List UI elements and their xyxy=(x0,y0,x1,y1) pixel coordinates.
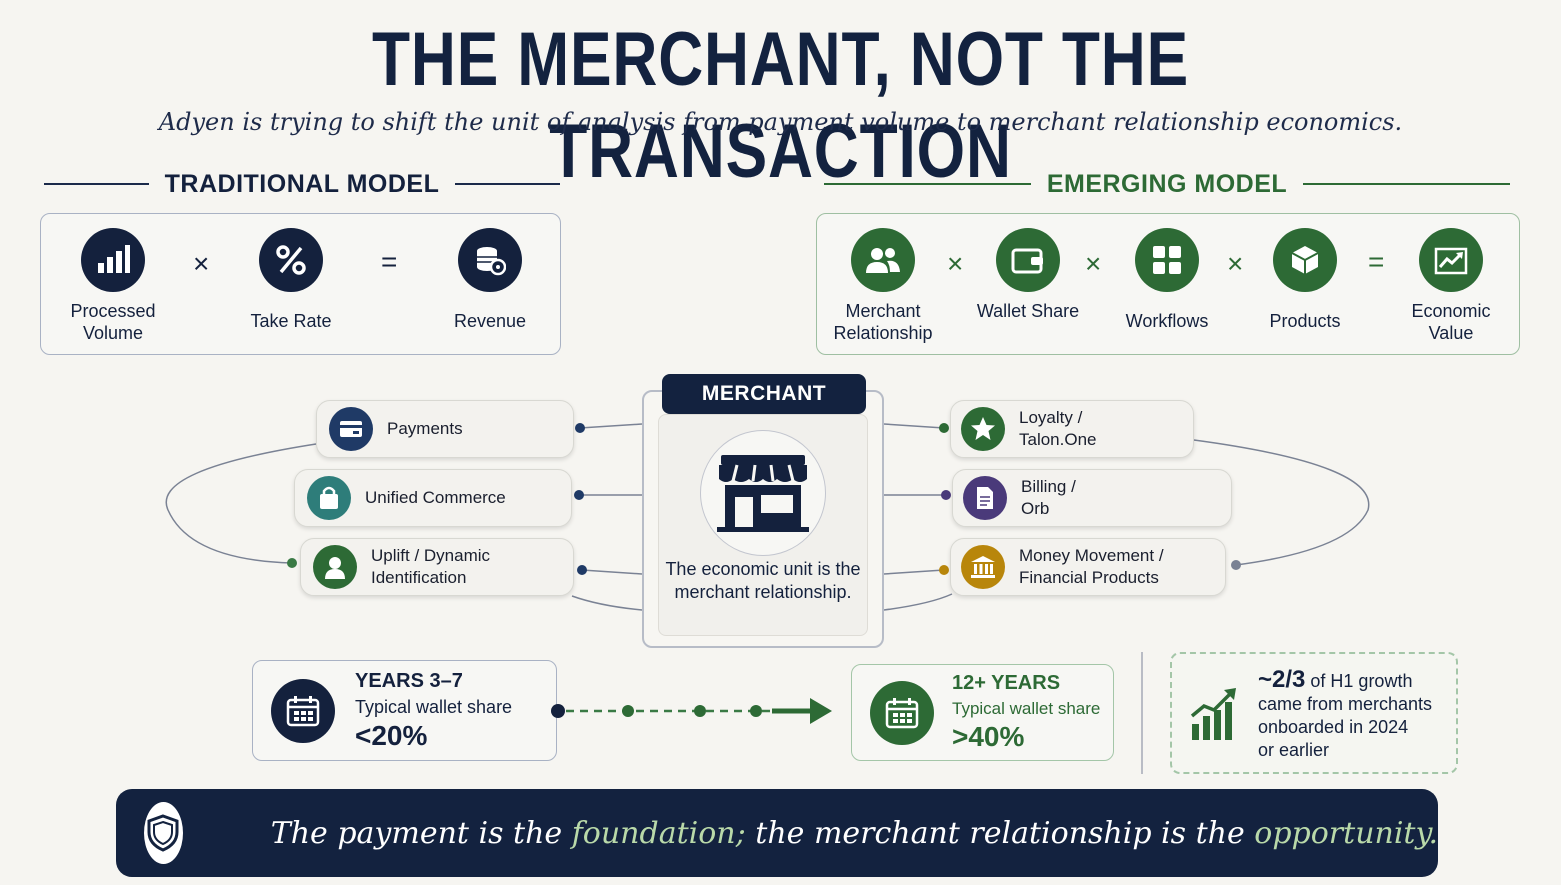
footer-highlight-foundation: foundation; xyxy=(571,815,746,851)
percent-icon xyxy=(259,228,323,292)
footer-message: The payment is the foundation; the merch… xyxy=(271,816,1438,851)
growth-callout: ~2/3 of H1 growth came from merchants on… xyxy=(1170,652,1458,774)
growth-text-line1: of H1 growth xyxy=(1310,671,1413,691)
bar-chart-icon xyxy=(81,228,145,292)
emerging-item-products: Products xyxy=(1245,228,1365,332)
traditional-model-heading-text: TRADITIONAL MODEL xyxy=(164,169,440,198)
people-icon xyxy=(851,228,915,292)
traditional-item-volume: Processed Volume xyxy=(53,228,173,344)
emerging-item-label: Workflows xyxy=(1125,311,1209,331)
mature-years-heading: 12+ YEARS xyxy=(952,672,1061,694)
document-icon xyxy=(963,476,1007,520)
traditional-item-label: Revenue xyxy=(453,311,527,331)
product-uplift: Uplift / Dynamic Identification xyxy=(300,538,574,596)
growth-chart-icon xyxy=(1190,686,1238,746)
emerging-model-heading: EMERGING MODEL xyxy=(824,168,1510,200)
emerging-model-box: Merchant Relationship × Wallet Share × W… xyxy=(816,213,1520,355)
footer-banner: The payment is the foundation; the merch… xyxy=(116,789,1438,877)
footer-part1: The payment is the xyxy=(270,815,572,851)
merchant-description: The economic unit is the merchant relati… xyxy=(665,559,861,602)
times-operator: × xyxy=(1227,248,1244,279)
product-payments: Payments xyxy=(316,400,574,458)
growth-text: ~2/3 of H1 growth came from merchants on… xyxy=(1258,668,1432,762)
product-money-movement: Money Movement / Financial Products xyxy=(950,538,1226,596)
merchant-tag: MERCHANT xyxy=(662,374,866,414)
growth-text-line4: or earlier xyxy=(1258,740,1330,760)
emerging-item-label: Products xyxy=(1269,311,1341,331)
emerging-item-workflows: Workflows xyxy=(1107,228,1227,332)
emerging-model-heading-text: EMERGING MODEL xyxy=(1046,169,1288,198)
divider xyxy=(1141,652,1143,774)
product-label: Unified Commerce xyxy=(365,488,506,507)
early-years-value: <20% xyxy=(355,719,428,751)
star-icon xyxy=(961,407,1005,451)
emerging-item-economic-value: Economic Value xyxy=(1391,228,1511,344)
early-years-heading: YEARS 3–7 xyxy=(355,669,463,692)
equals-operator: = xyxy=(1368,246,1385,277)
growth-text-line2: came from merchants xyxy=(1258,694,1433,714)
mature-years-value: >40% xyxy=(952,721,1025,752)
calendar-icon xyxy=(271,678,335,743)
product-billing: Billing / Orb xyxy=(952,469,1232,527)
mature-years-text: 12+ YEARS Typical wallet share >40% xyxy=(952,672,1100,753)
emerging-item-label: Economic Value xyxy=(1411,301,1491,343)
coins-icon xyxy=(458,228,522,292)
page-subtitle: Adyen is trying to shift the unit of ana… xyxy=(158,108,1403,136)
product-loyalty: Loyalty / Talon.One xyxy=(950,400,1194,458)
trend-up-icon xyxy=(1419,228,1483,292)
calendar-icon xyxy=(870,680,934,745)
bank-icon xyxy=(961,545,1005,589)
product-label: Money Movement / Financial Products xyxy=(1019,546,1164,587)
shopping-bag-icon xyxy=(307,476,351,520)
product-label: Loyalty / Talon.One xyxy=(1019,408,1097,449)
traditional-model-heading: TRADITIONAL MODEL xyxy=(44,168,560,200)
user-icon xyxy=(313,545,357,589)
traditional-item-revenue: Revenue xyxy=(430,228,550,332)
emerging-item-label: Merchant Relationship xyxy=(833,301,933,343)
traditional-item-label: Take Rate xyxy=(250,311,332,331)
shield-icon xyxy=(144,802,183,864)
growth-text-line3: onboarded in 2024 xyxy=(1258,717,1409,737)
storefront-icon xyxy=(700,430,826,556)
grid-icon xyxy=(1135,228,1199,292)
product-label: Billing / Orb xyxy=(1021,477,1076,518)
times-operator: × xyxy=(193,248,210,279)
product-label: Uplift / Dynamic Identification xyxy=(371,546,491,587)
page-title: THE MERCHANT, NOT THE TRANSACTION xyxy=(372,17,1189,194)
box-icon xyxy=(1273,228,1337,292)
wallet-icon xyxy=(996,228,1060,292)
mature-years-box: 12+ YEARS Typical wallet share >40% xyxy=(851,664,1114,761)
early-years-text: YEARS 3–7 Typical wallet share <20% xyxy=(355,670,512,752)
timeline-arrow xyxy=(551,698,832,724)
traditional-item-take-rate: Take Rate xyxy=(231,228,351,332)
early-years-box: YEARS 3–7 Typical wallet share <20% xyxy=(252,660,557,761)
growth-stat: ~2/3 xyxy=(1258,666,1306,693)
times-operator: × xyxy=(1085,248,1102,279)
traditional-item-label: Processed Volume xyxy=(70,301,156,343)
emerging-item-label: Wallet Share xyxy=(976,301,1080,321)
early-years-sub: Typical wallet share xyxy=(355,696,513,717)
card-icon xyxy=(329,407,373,451)
equals-operator: = xyxy=(381,246,398,277)
traditional-model-box: Processed Volume × Take Rate = Revenue xyxy=(40,213,561,355)
footer-part2: the merchant relationship is the xyxy=(745,815,1255,851)
product-label: Payments xyxy=(387,419,463,438)
product-unified-commerce: Unified Commerce xyxy=(294,469,572,527)
mature-years-sub: Typical wallet share xyxy=(952,699,1101,718)
times-operator: × xyxy=(947,248,964,279)
emerging-item-relationship: Merchant Relationship xyxy=(823,228,943,344)
emerging-item-wallet-share: Wallet Share xyxy=(968,228,1088,322)
footer-highlight-opportunity: opportunity. xyxy=(1254,815,1438,851)
